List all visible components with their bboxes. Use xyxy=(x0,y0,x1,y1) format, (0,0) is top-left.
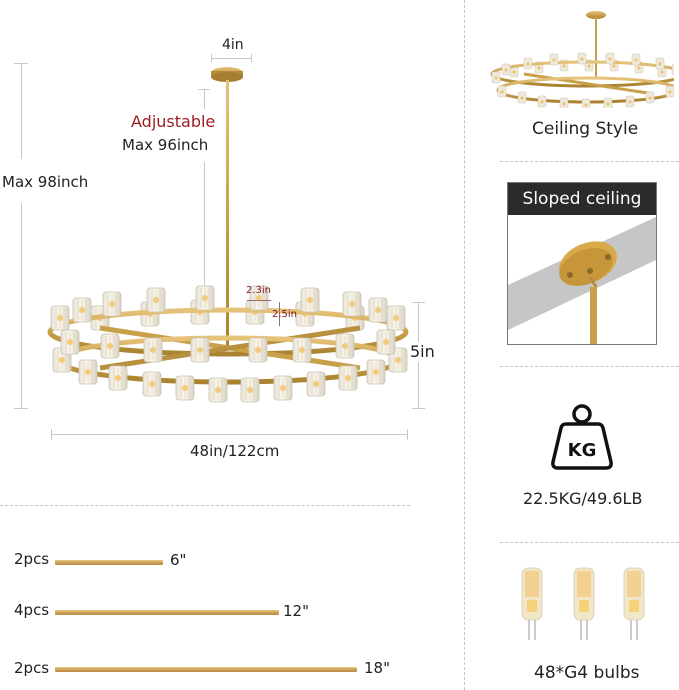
rods-section: 2pcs 6" 4pcs 12" 2pcs 18" xyxy=(0,510,440,690)
total-height-label: Max 98inch xyxy=(2,173,89,191)
rod-12in xyxy=(55,610,279,615)
section-divider xyxy=(0,505,410,506)
sloped-ceiling-label: Sloped ceiling xyxy=(508,183,656,215)
side-divider xyxy=(500,161,679,162)
rod-18in xyxy=(55,667,357,672)
dim-tick xyxy=(407,429,408,440)
adjustable-dim-line-top xyxy=(204,89,205,109)
g4-bulbs-image xyxy=(521,567,645,641)
canopy-width-label: 4in xyxy=(222,37,244,53)
side-panel: Ceiling Style Sloped ceiling KG 22.5KG/4… xyxy=(470,0,679,690)
bulbs-label: 48*G4 bulbs xyxy=(534,663,640,683)
body-height-label: 5in xyxy=(410,342,435,362)
dim-tick xyxy=(51,429,52,440)
diameter-label: 48in/122cm xyxy=(190,442,280,460)
dim-tick xyxy=(211,54,212,62)
sloped-ceiling-image xyxy=(508,217,656,344)
dim-tick xyxy=(251,54,252,62)
rod-qty: 2pcs xyxy=(14,659,50,677)
rod-length: 18" xyxy=(364,659,390,677)
dim-tick xyxy=(412,408,425,409)
adjustable-dim-line-bottom xyxy=(204,162,205,302)
rod-qty: 2pcs xyxy=(14,550,50,568)
rod-length: 6" xyxy=(170,551,187,569)
side-divider xyxy=(500,542,679,543)
shade-width-label: 2.3in xyxy=(246,285,272,296)
shade-width-dim-line xyxy=(247,300,271,301)
rod-qty: 4pcs xyxy=(14,601,50,619)
column-divider xyxy=(464,0,465,690)
weight-label: 22.5KG/49.6LB xyxy=(523,489,643,508)
dim-tick xyxy=(14,408,28,409)
total-height-dim-line-top xyxy=(21,63,22,159)
adjustable-max-label: Max 96inch xyxy=(122,136,209,154)
shade-height-dim-line xyxy=(279,302,280,326)
weight-kg-icon: KG xyxy=(551,404,613,470)
chandelier-image xyxy=(47,67,409,403)
rod-length: 12" xyxy=(283,602,309,620)
main-diagram: 4in Max 98inch Adjustable Max 96inch xyxy=(0,0,460,490)
canopy-width-dim-line xyxy=(211,58,251,59)
dim-tick xyxy=(198,89,210,90)
sloped-ceiling-card: Sloped ceiling xyxy=(507,182,657,345)
svg-text:KG: KG xyxy=(568,440,597,461)
diameter-dim-line xyxy=(51,434,408,435)
ceiling-style-label: Ceiling Style xyxy=(532,119,639,139)
total-height-dim-line-bottom xyxy=(21,203,22,408)
rod-6in xyxy=(55,560,163,565)
ceiling-style-image xyxy=(490,11,674,108)
adjustable-label: Adjustable xyxy=(131,112,216,131)
shade-height-label: 2.5in xyxy=(272,309,298,320)
dim-tick xyxy=(14,63,28,64)
dim-tick xyxy=(412,302,425,303)
side-divider xyxy=(500,366,679,367)
